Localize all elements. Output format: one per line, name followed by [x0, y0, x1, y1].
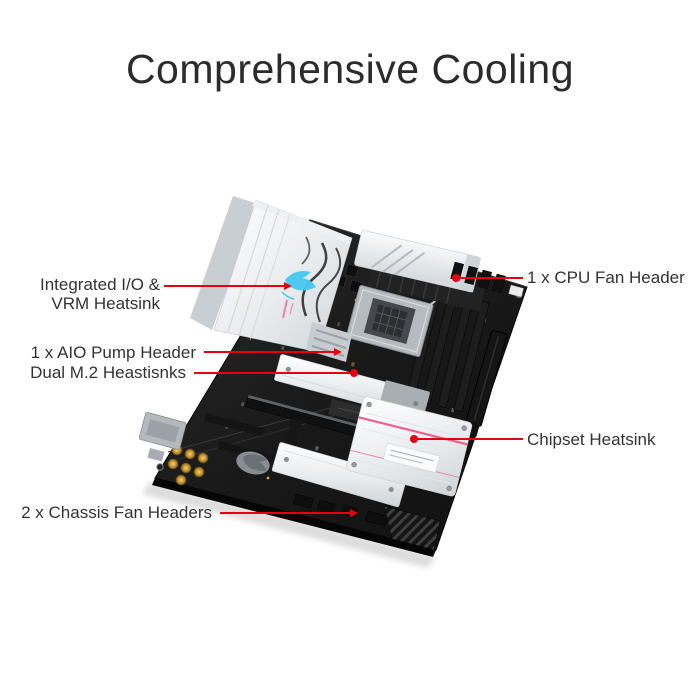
page-title: Comprehensive Cooling	[125, 46, 575, 92]
cpu-socket	[345, 285, 440, 357]
dimm-slots	[405, 288, 490, 413]
chipset-heatsink	[346, 396, 473, 497]
dot-marker	[410, 435, 418, 443]
callout-dual-m2-label: Dual M.2 Heastisnks	[30, 363, 186, 382]
callout-chassis-fan-line	[220, 512, 350, 514]
arrowhead-icon	[284, 282, 292, 290]
m2-heatsink-2	[271, 442, 407, 508]
callout-aio-pump-label: 1 x AIO Pump Header	[30, 343, 196, 362]
rog-eye-emblem	[236, 451, 270, 475]
callout-cpu-fan-line	[459, 277, 523, 279]
callout-io-vrm-line	[164, 285, 284, 287]
board-shadow	[142, 482, 436, 568]
dot-marker	[350, 369, 358, 377]
front-panel-connector	[138, 412, 187, 450]
callout-dual-m2-line	[194, 372, 351, 374]
arrowhead-icon	[350, 509, 358, 517]
io-vrm-heatsink	[190, 196, 353, 362]
callout-io-vrm-label: Integrated I/O & VRM Heatsink	[39, 275, 160, 313]
vrm-heatsink-top	[354, 230, 486, 312]
fan-header-blocks	[450, 261, 524, 298]
callout-chassis-fan-label: 2 x Chassis Fan Headers	[21, 503, 212, 522]
dot-marker	[452, 274, 460, 282]
callout-chipset-label: Chipset Heatsink	[527, 430, 656, 449]
hatched-corner	[383, 505, 441, 551]
small-silver-connector	[147, 448, 165, 462]
callout-cpu-fan-label: 1 x CPU Fan Header	[527, 268, 685, 287]
callout-aio-pump-line	[204, 351, 334, 353]
rog-logo-icon	[281, 271, 316, 319]
arrowhead-icon	[334, 348, 342, 356]
audio-capacitors	[167, 444, 209, 486]
callout-chipset-line	[417, 438, 523, 440]
